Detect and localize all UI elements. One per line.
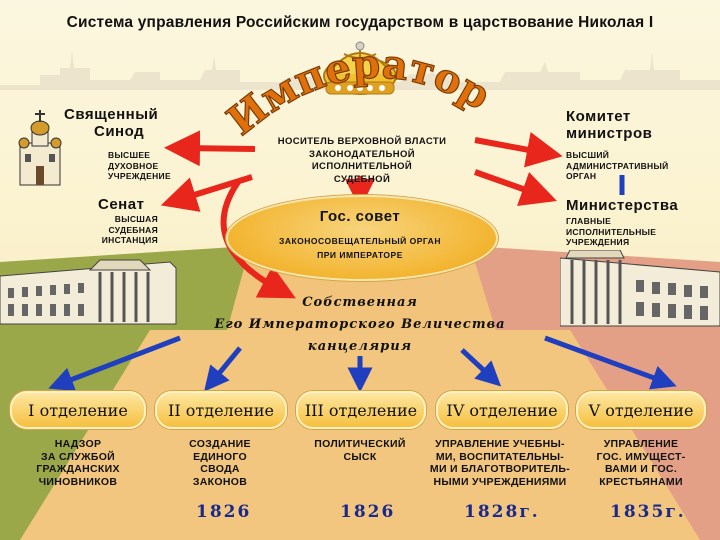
chancellery-line: Собственная [302,295,418,310]
page-title: Система управления Российским государств… [66,14,654,31]
arrow-to-senate [160,174,253,212]
emperor-role-line: НОСИТЕЛЬ ВЕРХОВНОЙ ВЛАСТИ [277,136,447,147]
dept-desc-line: ГРАЖДАНСКИХ [36,463,120,475]
arrow-to-committee [474,132,563,168]
chancellery-line: Его Императорского Величества [214,317,506,332]
state-council-desc-line: ЗАКОНОСОВЕЩАТЕЛЬНЫЙ ОРГАН [279,236,441,246]
emperor-role-line: ИСПОЛНИТЕЛЬНОЙ [311,161,413,172]
ministries-building-icon [560,250,720,327]
dept-desc-line: СЫСК [343,450,377,463]
senate-desc-line: СУДЕБНАЯ [108,224,158,235]
synod-name: Священный Синод [64,106,160,140]
arrow-to-dept-1 [48,335,181,392]
ground-front [20,330,700,540]
committee-name-line-1: Комитет [566,108,631,125]
dept-desc-line: МИ И БЛАГОТВОРИТЕЛЬ- [429,463,571,475]
senate-desc-line: ВЫСШАЯ [114,214,158,224]
church-icon [18,110,62,186]
state-council-desc: ЗАКОНОСОВЕЩАТЕЛЬНЫЙ ОРГАН ПРИ ИМПЕРАТОРЕ [226,234,494,262]
city-skyline [0,50,720,90]
arrow-to-dept-5 [544,335,677,390]
arrow-to-synod [164,130,256,167]
state-council-oval [226,195,498,281]
committee-desc-line: ОРГАН [566,171,597,181]
dept-2-box: II отделение [155,391,287,429]
dept-3-year: 1826 [340,502,396,522]
senate-desc: ВЫСШАЯ СУДЕБНАЯ ИНСТАНЦИЯ [90,214,158,246]
dept-desc-line: КРЕСТЬЯНАМИ [599,475,683,488]
synod-name-line-1: Священный [64,106,159,123]
dept-5-year: 1835г. [610,502,686,522]
dept-desc-line: НАДЗОР [54,438,102,450]
dept-desc-line: ЗА СЛУЖБОЙ [40,450,116,463]
dept-5-desc: УПРАВЛЕНИЕ ГОС. ИМУЩЕСТ- ВАМИ И ГОС. КРЕ… [576,438,706,488]
dept-1-box: I отделение [10,391,146,429]
committee-desc-line: ВЫСШИЙ [566,150,610,160]
synod-desc: ВЫСШЕЕ ДУХОВНОЕ УЧРЕЖДЕНИЕ [108,150,188,182]
dept-desc-line: ЗАКОНОВ [192,475,248,488]
dept-desc-line: ПОЛИТИЧЕСКИЙ [314,438,406,450]
dept-desc-line: ЧИНОВНИКОВ [38,475,118,488]
dept-4-box: IV отделение [436,391,568,429]
arrow-to-dept-2 [204,346,242,392]
dept-3-desc: ПОЛИТИЧЕСКИЙ СЫСК [290,438,430,463]
emperor-role-line: ЗАКОНОДАТЕЛЬНОЙ [309,148,415,160]
ministries-name: Министерства [566,197,679,214]
dept-desc-line: СВОДА [200,463,240,475]
dept-3-box: III отделение [296,391,426,429]
dept-5-box: V отделение [576,391,706,429]
synod-desc-line: ДУХОВНОЕ [108,160,159,171]
dept-desc-line: ЕДИНОГО [193,450,247,463]
emperor-role: НОСИТЕЛЬ ВЕРХОВНОЙ ВЛАСТИ ЗАКОНОДАТЕЛЬНО… [262,136,462,186]
dept-2-desc: СОЗДАНИЕ ЕДИНОГО СВОДА ЗАКОНОВ [150,438,290,488]
arrow-to-dept-4 [460,348,502,387]
dept-4-year: 1828г. [464,502,540,522]
synod-name-line-2: Синод [94,123,145,140]
committee-desc-line: АДМИНИСТРАТИВНЫЙ [566,160,669,171]
dept-2-year: 1826 [196,502,252,522]
synod-desc-line: ВЫСШЕЕ [108,150,151,160]
senate-desc-line: ИНСТАНЦИЯ [101,235,158,245]
emperor-role-line: СУДЕБНОЙ [333,173,391,185]
dept-desc-line: МИ, ВОСПИТАТЕЛЬНЫ- [435,450,565,463]
synod-desc-line: УЧРЕЖДЕНИЕ [108,171,171,181]
committee-name: Комитет министров [566,108,676,142]
senate-building-icon [0,259,177,325]
dept-desc-line: ГОС. ИМУЩЕСТ- [596,450,686,463]
state-council-name: Гос. совет [319,208,401,225]
dept-1-desc: НАДЗОР ЗА СЛУЖБОЙ ГРАЖДАНСКИХ ЧИНОВНИКОВ [8,438,148,488]
dept-desc-line: НЫМИ УЧРЕЖДЕНИЯМИ [433,475,567,488]
dept-desc-line: УПРАВЛЕНИЕ [603,438,679,450]
chancellery-line: канцелярия [307,339,413,354]
arrow-to-ministries [473,169,557,206]
dept-desc-line: УПРАВЛЕНИЕ УЧЕБНЫ- [435,438,565,450]
committee-desc: ВЫСШИЙ АДМИНИСТРАТИВНЫЙ ОРГАН [566,150,696,182]
state-council-desc-line: ПРИ ИМПЕРАТОРЕ [317,250,403,260]
ministries-desc-line: ИСПОЛНИТЕЛЬНЫЕ [566,226,657,237]
crown-icon [323,41,397,95]
ministries-desc: ГЛАВНЫЕ ИСПОЛНИТЕЛЬНЫЕ УЧРЕЖДЕНИЯ [566,216,686,248]
ministries-desc-line: ГЛАВНЫЕ [566,216,612,226]
senate-name: Сенат [98,196,145,213]
dept-desc-line: ВАМИ И ГОС. [604,463,678,475]
ministries-desc-line: УЧРЕЖДЕНИЯ [566,237,630,247]
committee-name-line-2: министров [566,125,653,142]
dept-desc-line: СОЗДАНИЕ [189,438,251,450]
dept-4-desc: УПРАВЛЕНИЕ УЧЕБНЫ- МИ, ВОСПИТАТЕЛЬНЫ- МИ… [424,438,576,488]
chancellery-label: Собственная Его Императорского Величеств… [200,292,520,358]
